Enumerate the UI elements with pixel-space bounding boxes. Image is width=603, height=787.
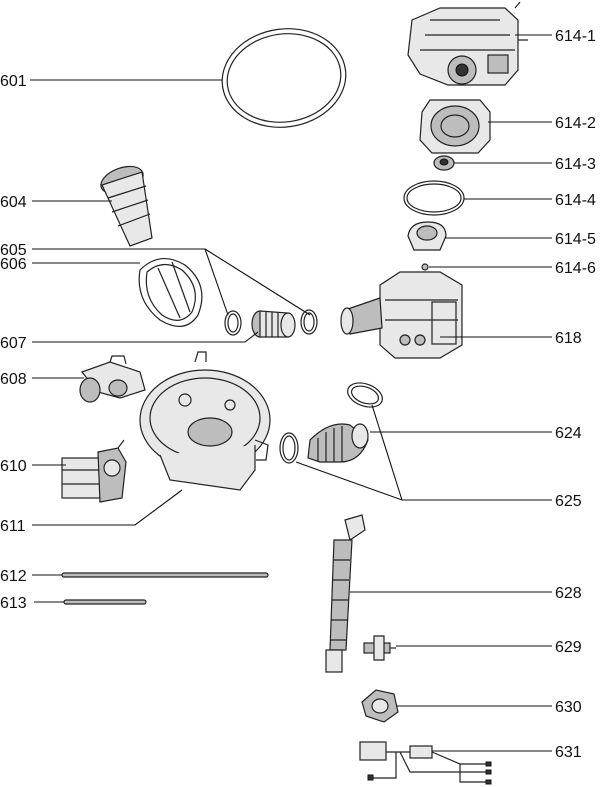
label-614-4: 614-4 (555, 192, 596, 209)
part-631-wiring-harness (359, 741, 492, 785)
part-624-hose (307, 382, 383, 463)
leader-625-b (371, 404, 403, 501)
part-610-drain-pump (61, 439, 127, 503)
part-612-rod (61, 572, 269, 578)
label-604: 604 (0, 194, 27, 211)
label-610: 610 (0, 458, 27, 475)
label-631: 631 (555, 744, 582, 761)
part-605-clamp-left (224, 310, 242, 336)
label-608: 608 (0, 371, 27, 388)
label-624: 624 (555, 425, 582, 442)
leader-605-b (204, 248, 311, 316)
part-629-sensor (363, 635, 396, 661)
part-614-6-screw (421, 263, 429, 271)
label-614-6: 614-6 (555, 260, 596, 277)
label-614-1: 614-1 (555, 28, 596, 45)
part-606-filter-frame (138, 258, 203, 327)
part-628-drain-hose (325, 514, 366, 673)
part-604-filter (100, 165, 153, 247)
leader-611 (32, 489, 183, 526)
part-625-clamp (279, 432, 299, 464)
label-629: 629 (555, 639, 582, 656)
part-601-gasket-ring (221, 28, 347, 128)
part-607-connector (251, 310, 296, 338)
part-614-4-o-ring (403, 180, 465, 216)
label-618: 618 (555, 330, 582, 347)
label-630: 630 (555, 699, 582, 716)
part-611-sump (139, 351, 271, 491)
label-607: 607 (0, 335, 27, 352)
label-606: 606 (0, 256, 27, 273)
label-613: 613 (0, 595, 27, 612)
part-614-1-motor (407, 1, 528, 86)
part-614-5-impeller (407, 221, 447, 251)
part-608-valve (79, 355, 146, 403)
label-612: 612 (0, 568, 27, 585)
label-628: 628 (555, 585, 582, 602)
label-601: 601 (0, 73, 27, 90)
label-605: 605 (0, 242, 27, 259)
label-614-2: 614-2 (555, 115, 596, 132)
leader-607 (32, 331, 259, 343)
part-605-clamp-right (300, 309, 318, 335)
part-614-3-cap (433, 155, 455, 171)
part-630-sensor-body (361, 689, 399, 723)
part-618-pump-assembly (340, 271, 463, 359)
part-614-2-housing (419, 99, 491, 154)
leader-625 (295, 461, 552, 501)
part-613-rod (63, 599, 147, 605)
label-614-3: 614-3 (555, 156, 596, 173)
label-611: 611 (0, 518, 26, 535)
label-614-5: 614-5 (555, 231, 596, 248)
label-625: 625 (555, 493, 582, 510)
